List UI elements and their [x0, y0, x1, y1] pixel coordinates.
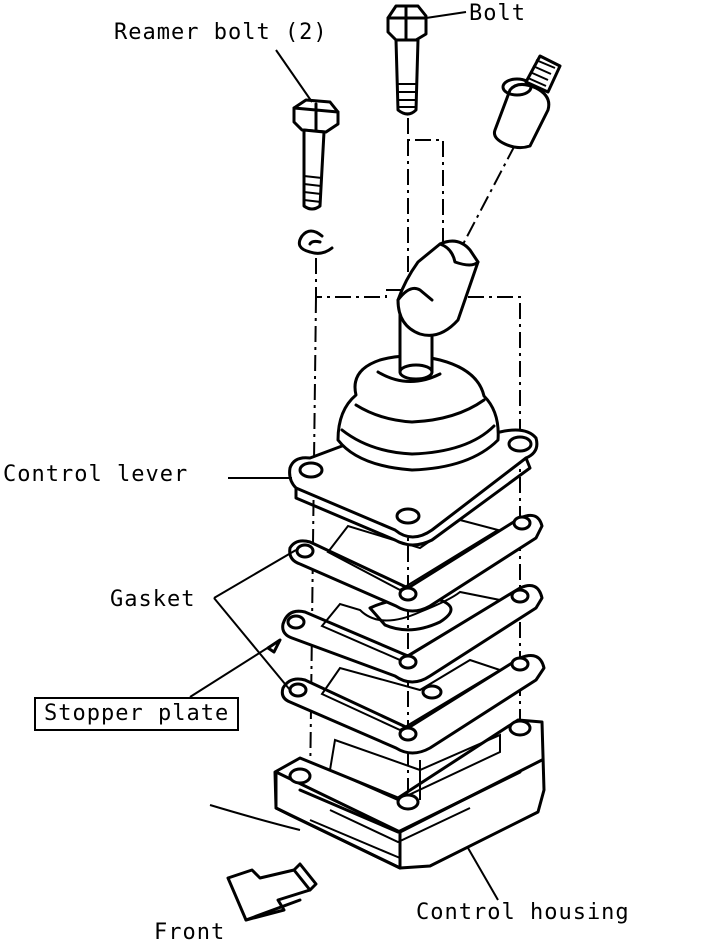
- reamer-bolt-part: [292, 98, 340, 211]
- stopper-plate-label: Stopper plate: [34, 697, 240, 731]
- bolt-part: [386, 4, 428, 116]
- gasket-upper: [288, 513, 544, 613]
- control-lever-part: [288, 239, 539, 547]
- bolt-label: Bolt: [469, 1, 526, 26]
- front-label: Front: [154, 920, 226, 944]
- front-arrow-icon: [226, 862, 318, 922]
- leader-lines: [189, 11, 499, 901]
- control-lever-label: Control lever: [3, 462, 189, 487]
- gasket-lower: [280, 654, 546, 755]
- control-housing-label: Control housing: [416, 900, 630, 925]
- washer-part: [297, 229, 334, 255]
- gasket-label: Gasket: [110, 587, 196, 612]
- control-housing-part: [209, 718, 546, 870]
- lever-knob-part: [493, 54, 562, 150]
- stopper-plate-part: [281, 584, 544, 684]
- reamer-bolt-label: Reamer bolt (2): [114, 20, 328, 45]
